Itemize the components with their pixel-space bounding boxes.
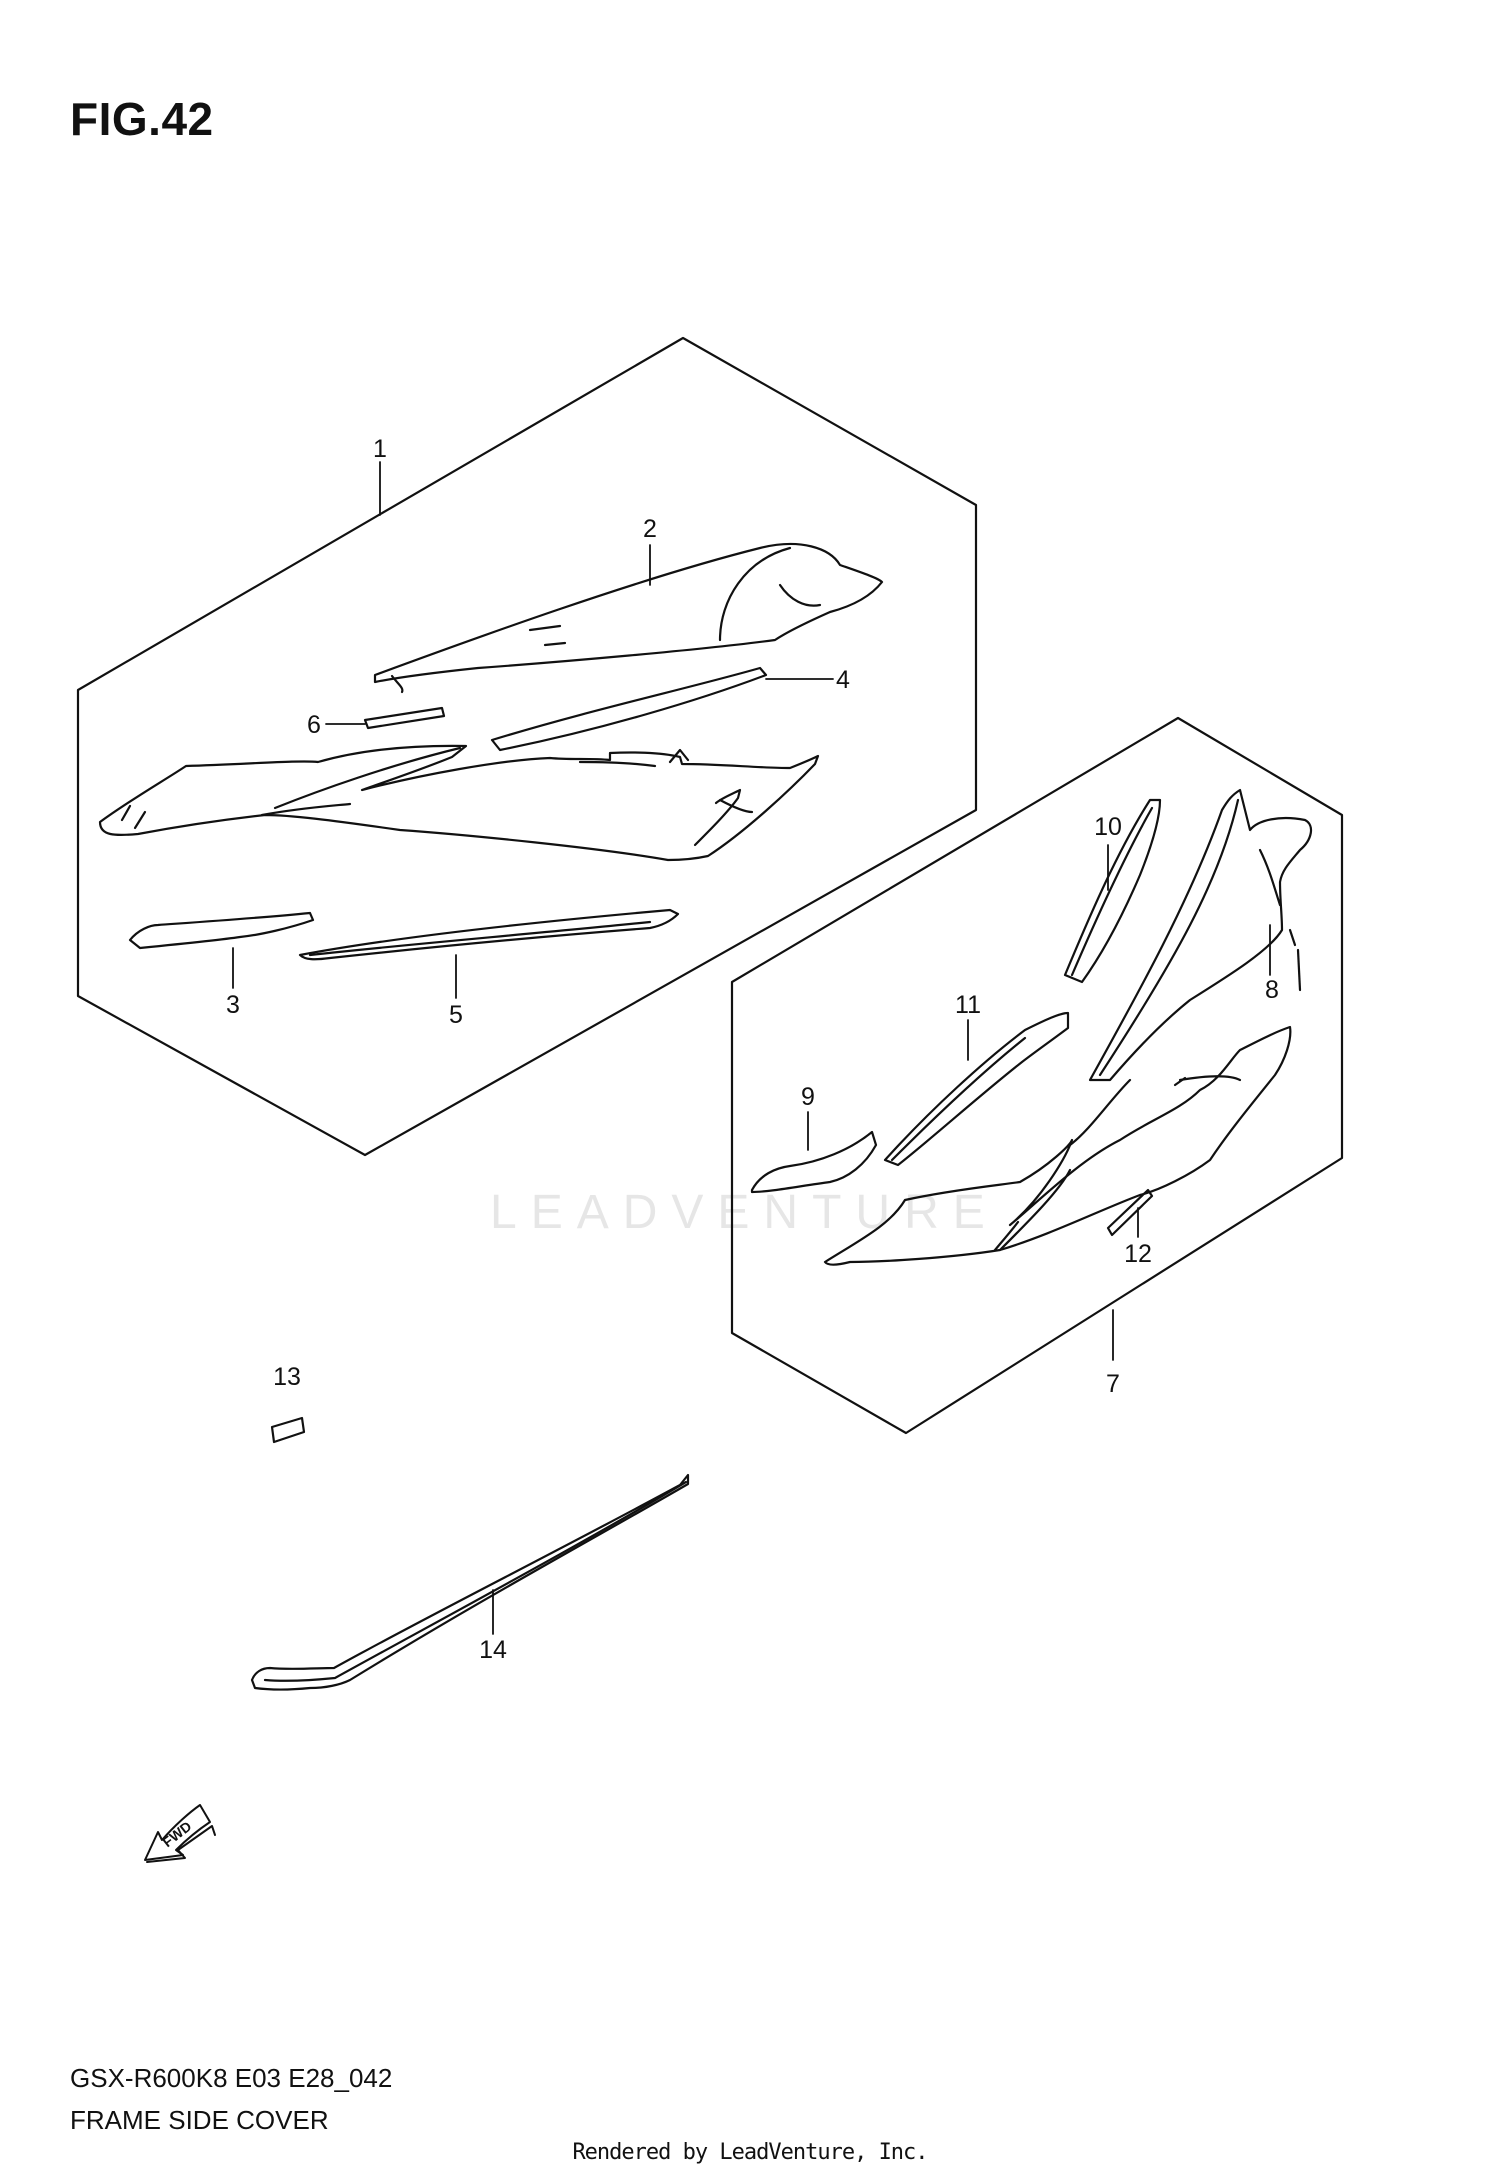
part-9-trim — [750, 1130, 878, 1194]
figure-title: FIG.42 — [70, 93, 214, 145]
part-6-strip — [363, 706, 446, 730]
callout-6: 6 — [307, 711, 321, 739]
part-3-trim — [128, 911, 315, 950]
callout-1: 1 — [373, 435, 387, 463]
callout-3: 3 — [226, 991, 240, 1019]
assembly-outline-1 — [76, 336, 978, 1157]
watermark: LEADVENTURE — [490, 1186, 999, 1239]
part-11-trim — [883, 1011, 1070, 1167]
render-credit: Rendered by LeadVenture, Inc. — [572, 2140, 928, 2165]
leader-lines — [232, 461, 1271, 1635]
part-13-clip — [270, 1416, 306, 1444]
part-4-strip — [490, 666, 768, 752]
callout-14: 14 — [479, 1636, 507, 1664]
callout-12: 12 — [1124, 1240, 1152, 1268]
callout-2: 2 — [643, 515, 657, 543]
side-cover-right — [823, 1025, 1292, 1266]
fwd-direction-arrow — [144, 1804, 216, 1863]
part-5-trim — [298, 908, 680, 961]
part-2-upper-cover — [373, 542, 884, 694]
callout-13: 13 — [273, 1363, 301, 1391]
callout-10: 10 — [1094, 813, 1122, 841]
callout-8: 8 — [1265, 976, 1279, 1004]
part-12-trim — [1106, 1188, 1154, 1237]
part-8-front-cover — [1088, 788, 1313, 1082]
callout-9: 9 — [801, 1083, 815, 1111]
callout-11: 11 — [955, 991, 981, 1019]
callout-5: 5 — [449, 1001, 463, 1029]
part-14-strip — [250, 1473, 690, 1691]
callout-7: 7 — [1106, 1370, 1120, 1398]
side-cover-left — [98, 744, 820, 862]
part-10-trim — [1063, 798, 1162, 984]
assembly-outline-7 — [730, 716, 1344, 1435]
model-code: GSX-R600K8 E03 E28_042 — [70, 2063, 393, 2093]
figure-name: FRAME SIDE COVER — [70, 2105, 329, 2135]
callout-4: 4 — [836, 666, 850, 694]
callout-labels: 1 2 3 4 5 6 7 8 9 10 11 12 13 14 FWD — [159, 435, 1279, 1850]
